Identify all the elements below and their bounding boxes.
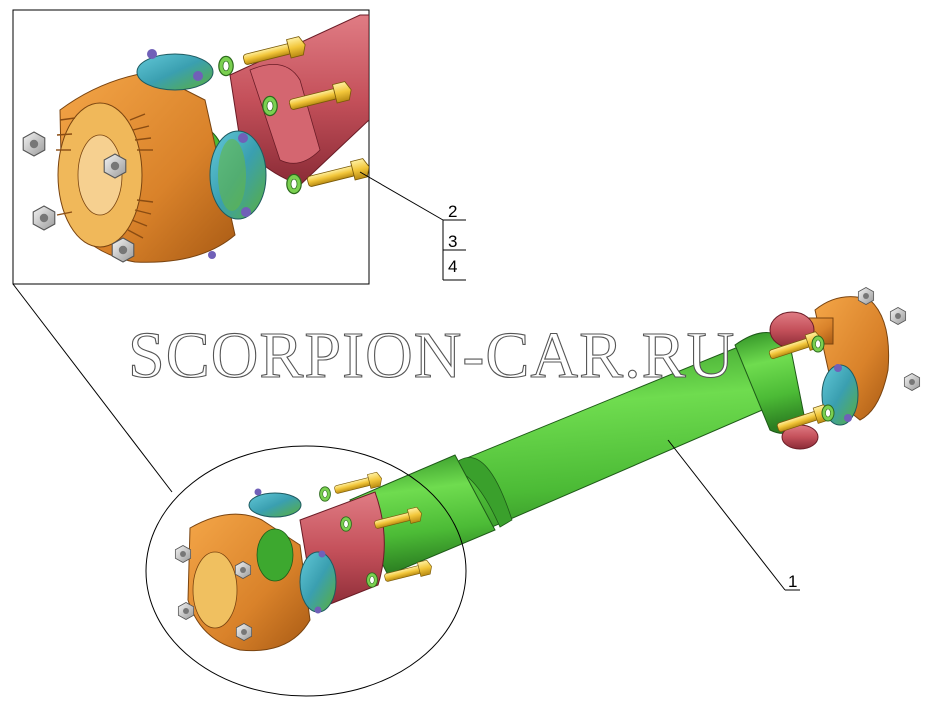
callout-number-3: 3	[448, 232, 457, 251]
inset-bearing-cap-top	[136, 53, 214, 91]
callout-2-3-4: 2 3 4	[359, 171, 466, 281]
callout-number-1: 1	[788, 572, 797, 591]
detail-circle	[145, 445, 467, 697]
shaft-right-flare	[734, 332, 806, 434]
right-end-assembly	[767, 287, 921, 450]
main-shaft	[349, 332, 806, 576]
callout-number-2: 2	[448, 202, 457, 221]
callout-number-4: 4	[448, 257, 457, 276]
callout-1: 1	[667, 439, 800, 591]
left-end-assembly	[174, 471, 434, 652]
detail-inset	[12, 9, 370, 285]
watermark-text: SCORPION-CAR.RU	[128, 319, 735, 392]
detail-connector-line	[12, 283, 173, 493]
